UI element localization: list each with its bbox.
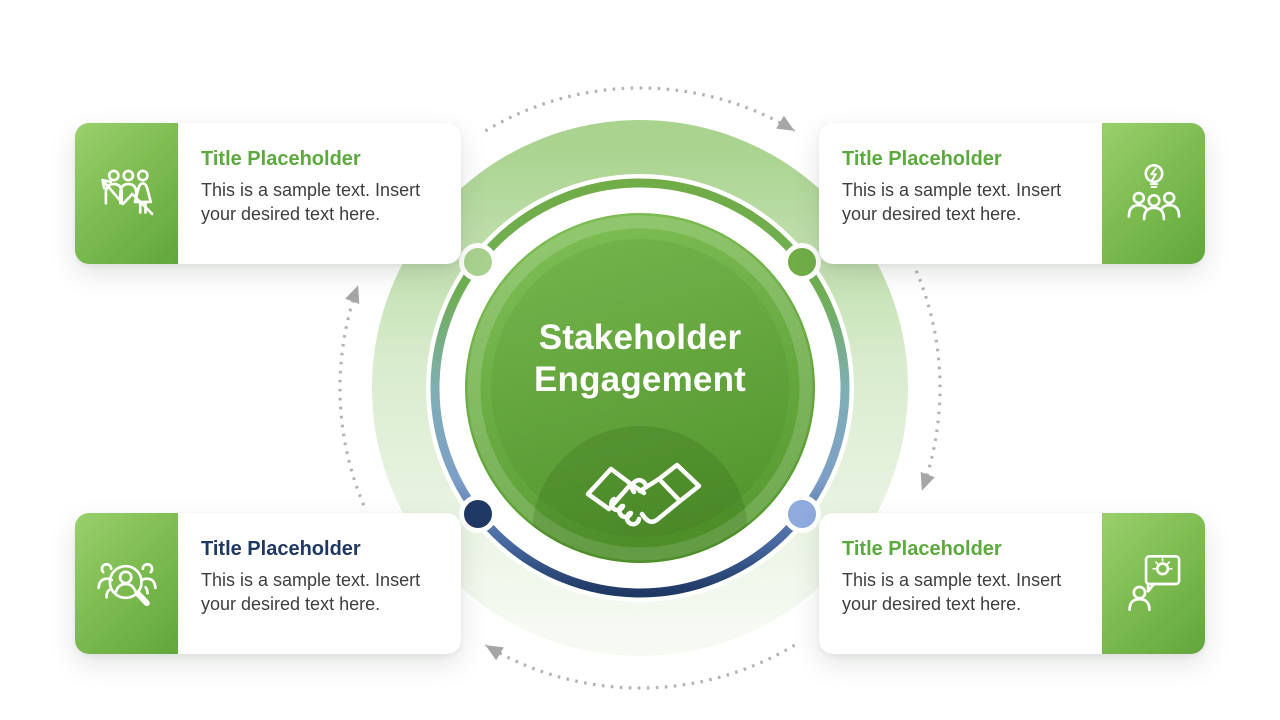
center-title-line1: Stakeholder (538, 318, 742, 357)
connector-dot-top-right (783, 243, 821, 281)
dotted-cycle-arrows (338, 86, 942, 690)
connector-dot-bottom-right (783, 495, 821, 533)
team-growth-icon (100, 169, 153, 215)
arrowheads (345, 115, 935, 661)
arrowhead-top (776, 115, 795, 131)
card-bottom-right-icon-block (1102, 513, 1205, 654)
card-top-left-text: Title Placeholder This is a sample text.… (178, 123, 461, 264)
center-circle (465, 213, 815, 563)
arrowhead-right (920, 472, 935, 491)
handshake-icon (585, 462, 702, 527)
connector-dots (459, 243, 821, 533)
center-title: Stakeholder Engagement (440, 317, 840, 401)
dotted-arc-right (914, 270, 942, 492)
card-top-right-text: Title Placeholder This is a sample text.… (819, 123, 1102, 264)
idea-speech-icon (1127, 554, 1180, 611)
idea-team-icon (1127, 163, 1180, 220)
card-top-left-title: Title Placeholder (201, 148, 361, 170)
card-top-right-title: Title Placeholder (842, 148, 1002, 170)
card-top-left-icon-block (75, 123, 178, 264)
connector-dot-top-left (459, 243, 497, 281)
arrowhead-bottom (485, 645, 504, 661)
outer-glow-ring (372, 120, 908, 656)
dotted-arc-top (484, 86, 796, 133)
dotted-arc-left (338, 284, 366, 506)
card-top-right-body: This is a sample text. Insert your desir… (842, 180, 1062, 224)
center-title-line2: Engagement (533, 360, 747, 399)
card-top-right: Title Placeholder This is a sample text.… (819, 123, 1205, 264)
cycle-ring (430, 178, 850, 598)
connector-dot-bottom-left (459, 495, 497, 533)
card-top-left: Title Placeholder This is a sample text.… (75, 123, 461, 264)
arrowhead-left (345, 285, 360, 304)
center-circle-rim-highlight (467, 215, 813, 561)
center-circle-inner-shade (491, 239, 789, 537)
card-bottom-left-text: Title Placeholder This is a sample text.… (178, 513, 461, 654)
card-bottom-right-title: Title Placeholder (842, 538, 1002, 560)
card-bottom-left-body: This is a sample text. Insert your desir… (201, 570, 421, 614)
audience-search-icon (96, 562, 157, 606)
card-bottom-right-body: This is a sample text. Insert your desir… (842, 570, 1062, 614)
card-bottom-left-icon-block (75, 513, 178, 654)
card-bottom-right: Title Placeholder This is a sample text.… (819, 513, 1205, 654)
card-top-left-body: This is a sample text. Insert your desir… (201, 180, 421, 224)
card-bottom-right-text: Title Placeholder This is a sample text.… (819, 513, 1102, 654)
card-bottom-left-title: Title Placeholder (201, 538, 361, 560)
card-top-right-icon-block (1102, 123, 1205, 264)
dotted-arc-bottom (484, 643, 796, 690)
card-bottom-left: Title Placeholder This is a sample text.… (75, 513, 461, 654)
